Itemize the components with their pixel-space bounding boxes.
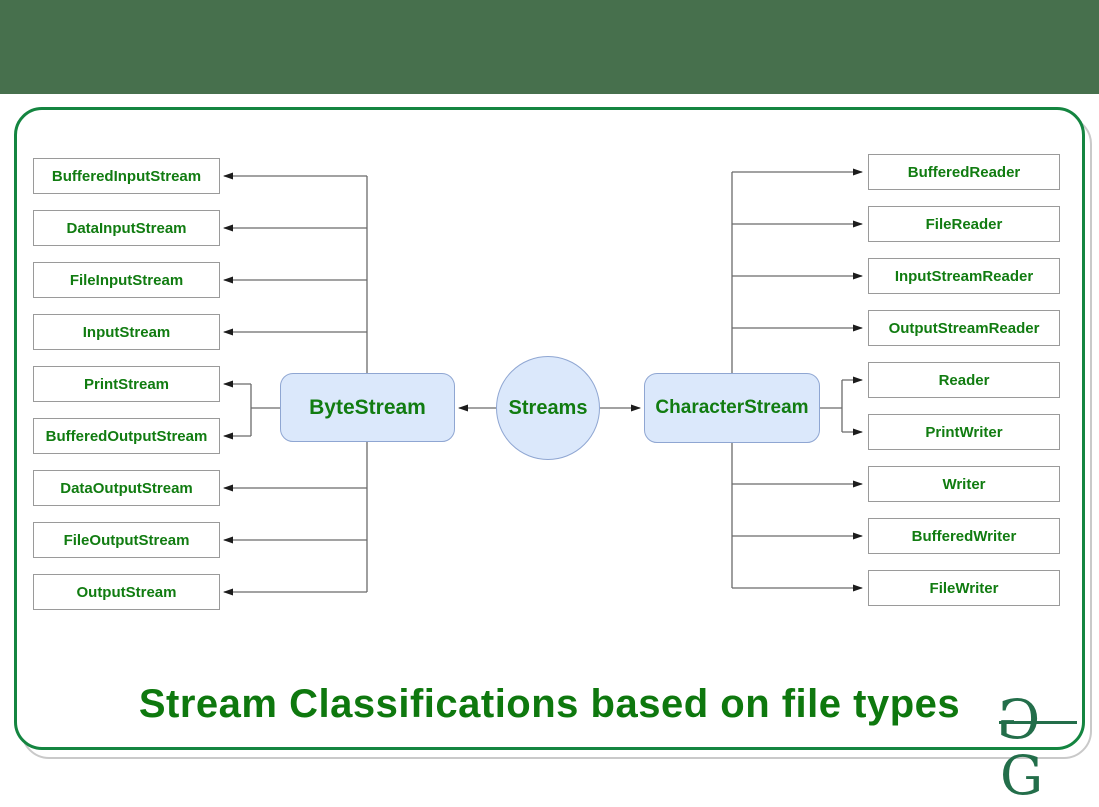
node-data-output-stream: DataOutputStream [33, 470, 220, 506]
character-stream-column: BufferedReader FileReader InputStreamRea… [868, 154, 1060, 606]
logo-crossbar [999, 721, 1077, 724]
node-input-stream-reader: InputStreamReader [868, 258, 1060, 294]
node-buffered-input-stream: BufferedInputStream [33, 158, 220, 194]
node-streams-root: Streams [496, 356, 600, 460]
connector-lines [223, 168, 863, 596]
node-buffered-output-stream: BufferedOutputStream [33, 418, 220, 454]
node-file-writer: FileWriter [868, 570, 1060, 606]
node-buffered-writer: BufferedWriter [868, 518, 1060, 554]
node-buffered-reader: BufferedReader [868, 154, 1060, 190]
byte-stream-column: BufferedInputStream DataInputStream File… [33, 158, 220, 610]
node-input-stream: InputStream [33, 314, 220, 350]
node-output-stream: OutputStream [33, 574, 220, 610]
header-banner [0, 0, 1099, 94]
node-print-writer: PrintWriter [868, 414, 1060, 450]
geeksforgeeks-logo: GG [999, 688, 1080, 804]
diagram-title: Stream Classifications based on file typ… [138, 682, 961, 726]
node-writer: Writer [868, 466, 1060, 502]
node-reader: Reader [868, 362, 1060, 398]
node-data-input-stream: DataInputStream [33, 210, 220, 246]
node-output-stream-reader: OutputStreamReader [868, 310, 1060, 346]
node-byte-stream: ByteStream [280, 373, 455, 442]
g-glyph: G [1000, 744, 1043, 807]
node-file-reader: FileReader [868, 206, 1060, 242]
node-file-output-stream: FileOutputStream [33, 522, 220, 558]
node-print-stream: PrintStream [33, 366, 220, 402]
node-file-input-stream: FileInputStream [33, 262, 220, 298]
node-character-stream: CharacterStream [644, 373, 820, 443]
mirrored-g-glyph: G [1000, 688, 1041, 751]
